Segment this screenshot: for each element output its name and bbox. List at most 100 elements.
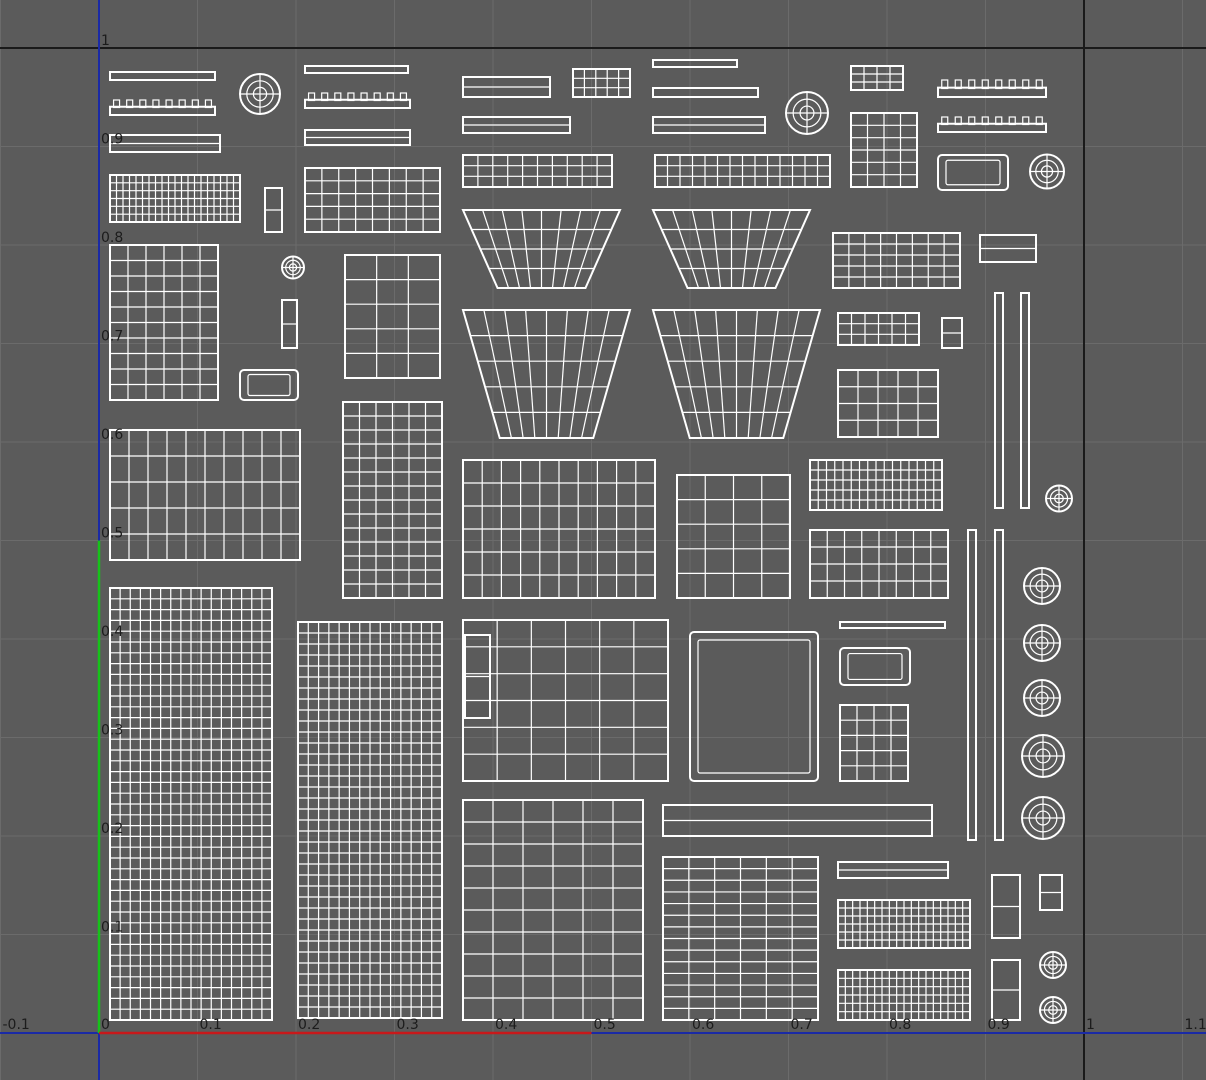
uv-shell[interactable] <box>1039 996 1067 1024</box>
uv-shell[interactable] <box>462 116 571 134</box>
u-tick-label: 1.1 <box>1185 1017 1206 1033</box>
u-tick-label: -0.1 <box>3 1017 30 1033</box>
uv-shell[interactable] <box>109 587 273 1021</box>
uv-shell[interactable] <box>461 309 632 439</box>
uv-shell[interactable] <box>676 474 791 599</box>
uv-shell[interactable] <box>1023 567 1061 605</box>
uv-shell[interactable] <box>832 232 961 289</box>
uv-shell[interactable] <box>839 647 911 686</box>
uv-shell[interactable] <box>462 619 669 782</box>
v-tick-label: 0.7 <box>101 329 123 345</box>
uv-shell[interactable] <box>264 187 283 233</box>
uv-shell[interactable] <box>461 209 622 289</box>
v-tick-label: 0.1 <box>101 920 123 936</box>
uv-shells[interactable] <box>109 59 1073 1024</box>
uv-shell[interactable] <box>281 299 298 349</box>
uv-shell[interactable] <box>837 969 971 1021</box>
uv-shell[interactable] <box>297 621 443 1019</box>
uv-shell[interactable] <box>809 529 949 599</box>
uv-shell[interactable] <box>994 529 1004 841</box>
uv-shell[interactable] <box>652 87 759 98</box>
u-tick-label: 0 <box>101 1017 110 1033</box>
uv-shell[interactable] <box>937 79 1047 99</box>
uv-shell[interactable] <box>464 634 491 719</box>
uv-shell[interactable] <box>839 704 909 782</box>
uv-shell[interactable] <box>304 92 411 109</box>
uv-shell[interactable] <box>109 99 216 116</box>
uv-shell[interactable] <box>109 134 221 153</box>
uv-shell[interactable] <box>994 292 1004 509</box>
uv-shell[interactable] <box>462 76 551 98</box>
uv-shell[interactable] <box>991 874 1021 939</box>
uv-shell[interactable] <box>109 174 241 223</box>
uv-shell[interactable] <box>1021 734 1065 778</box>
uv-shell[interactable] <box>979 234 1037 263</box>
u-tick-label: 0.8 <box>889 1017 911 1033</box>
v-tick-label: 0.5 <box>101 526 123 542</box>
uv-shell[interactable] <box>785 91 829 135</box>
v-tick-label: 0.4 <box>101 624 123 640</box>
uv-shell[interactable] <box>1045 484 1073 513</box>
uv-shell[interactable] <box>837 369 939 438</box>
u-tick-label: 0.7 <box>791 1017 813 1033</box>
uv-shell[interactable] <box>344 254 441 379</box>
uv-shell[interactable] <box>1039 951 1067 979</box>
uv-shell[interactable] <box>109 429 301 561</box>
uv-shell[interactable] <box>1020 292 1030 509</box>
uv-shell[interactable] <box>462 154 613 188</box>
uv-shell[interactable] <box>689 631 819 782</box>
uv-shell[interactable] <box>1023 679 1061 717</box>
uv-shell[interactable] <box>1023 624 1061 662</box>
uv-shell[interactable] <box>662 856 819 1021</box>
v-axis-ticks: 10.90.80.70.60.50.40.30.20.1 <box>101 33 123 936</box>
uv-shell[interactable] <box>462 799 644 1021</box>
uv-shell[interactable] <box>809 459 943 511</box>
u-tick-label: 0.6 <box>692 1017 714 1033</box>
uv-shell[interactable] <box>662 804 933 837</box>
uv-shell[interactable] <box>304 167 441 233</box>
uv-shell[interactable] <box>652 59 738 68</box>
uv-shell[interactable] <box>304 65 409 74</box>
uv-shell[interactable] <box>937 116 1047 133</box>
v-tick-label: 0.2 <box>101 821 123 837</box>
uv-shell[interactable] <box>837 312 920 346</box>
uv-shell[interactable] <box>1021 796 1065 840</box>
uv-shell[interactable] <box>850 65 904 91</box>
uv-shell[interactable] <box>941 317 963 349</box>
u-tick-label: 0.5 <box>594 1017 616 1033</box>
v-tick-label: 0.9 <box>101 132 123 148</box>
uv-shell[interactable] <box>304 129 411 146</box>
uv-shell[interactable] <box>991 959 1021 1021</box>
uv-shell[interactable] <box>572 68 631 98</box>
uv-shell[interactable] <box>1029 153 1065 190</box>
uv-shell[interactable] <box>839 621 946 629</box>
uv-shell[interactable] <box>342 401 443 599</box>
uv-shell[interactable] <box>109 244 219 401</box>
uv-shell[interactable] <box>837 899 971 949</box>
uv-shell[interactable] <box>1039 874 1063 911</box>
u-tick-label: 0.3 <box>397 1017 419 1033</box>
v-tick-label: 1 <box>101 33 110 49</box>
uv-shell[interactable] <box>654 154 831 188</box>
uv-shell[interactable] <box>109 71 216 81</box>
uv-shell[interactable] <box>967 529 977 841</box>
v-tick-label: 0.6 <box>101 427 123 443</box>
u-tick-label: 0.9 <box>988 1017 1010 1033</box>
uv-shell[interactable] <box>937 154 1009 191</box>
uv-shell[interactable] <box>837 861 949 879</box>
u-tick-label: 1 <box>1086 1017 1095 1033</box>
v-tick-label: 0.8 <box>101 230 123 246</box>
uv-shell[interactable] <box>239 369 299 401</box>
u-tick-label: 0.4 <box>495 1017 517 1033</box>
uv-shell[interactable] <box>651 209 812 289</box>
uv-shell[interactable] <box>651 309 822 439</box>
uv-shell[interactable] <box>652 116 766 134</box>
uv-shell[interactable] <box>281 255 305 280</box>
uv-shell[interactable] <box>239 73 281 115</box>
uv-shell[interactable] <box>850 112 918 188</box>
uv-shell[interactable] <box>462 459 656 599</box>
